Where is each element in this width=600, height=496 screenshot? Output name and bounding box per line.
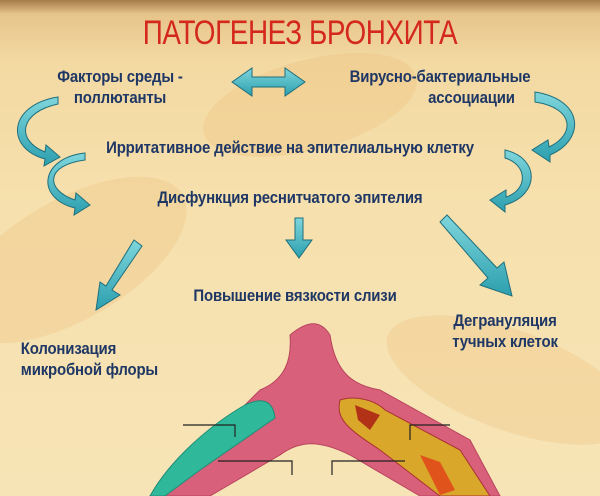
curved-arrow-icon [531,91,575,163]
double-arrow-icon [231,67,306,97]
node-irritation: Ирритативное действие на эпителиальную к… [106,138,474,157]
page-title: ПАТОГЕНЕЗ БРОНХИТА [142,14,458,52]
node-env-factors-line2: поллютанты [73,88,167,107]
node-viral-bacterial: Вирусно-бактериальные ассоциации [339,66,541,108]
node-colonization-line2: микробной флоры [20,360,159,379]
node-ciliary-dysfunction: Дисфункция реснитчатого эпителия [157,188,423,207]
node-viral-bacterial-line2: ассоциации [428,88,515,107]
node-degranulation: Дегрануляция тучных клеток [435,310,576,352]
node-env-factors-line1: Факторы среды - [57,67,183,86]
node-colonization-line1: Колонизация [20,339,117,358]
curved-arrow-icon [17,96,61,167]
curved-arrow-icon [489,149,532,214]
node-degranulation-line2: тучных клеток [452,332,558,351]
node-degranulation-line1: Дегрануляция [453,311,557,330]
node-mucus-viscosity: Повышение вязкости слизи [193,286,397,305]
diagonal-arrow-icon [95,239,143,311]
node-viral-bacterial-line1: Вирусно-бактериальные [349,67,531,86]
node-colonization: Колонизация микробной флоры [21,338,179,380]
curved-arrow-icon [47,152,91,216]
diagonal-arrow-icon [439,214,513,297]
down-arrow-icon [285,217,313,259]
node-env-factors: Факторы среды - поллютанты [50,66,191,108]
bronchus-illustration [149,323,501,496]
